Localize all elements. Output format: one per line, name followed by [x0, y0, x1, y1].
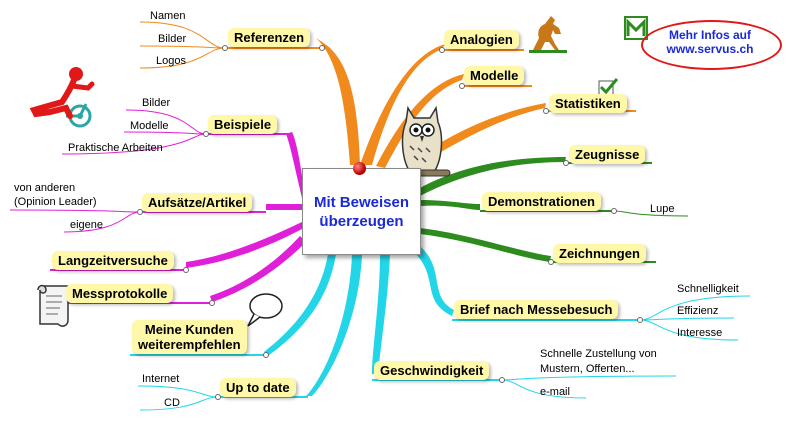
- node-brief[interactable]: Brief nach Messebesuch: [454, 300, 619, 319]
- running-bike-figure-icon: [29, 67, 95, 128]
- node-statistiken[interactable]: Statistiken: [549, 94, 627, 113]
- node-analogien[interactable]: Analogien: [444, 30, 519, 49]
- link-zeugnisse: [420, 157, 566, 196]
- node-kunden-line2: weiterempfehlen: [138, 337, 241, 352]
- link-kunden: [264, 254, 336, 356]
- leaf-dem-lupe[interactable]: Lupe: [650, 203, 675, 215]
- link-messprotokolle: [210, 236, 306, 302]
- logo-icon: [624, 16, 648, 40]
- link-auf-anderen: [9, 209, 141, 213]
- center-topic-line2: überzeugen: [319, 212, 404, 230]
- horse-icon: [529, 16, 567, 53]
- link-beispiele: [286, 132, 304, 198]
- node-kunden-line1: Meine Kunden: [144, 322, 234, 337]
- node-referenzen[interactable]: Referenzen: [228, 28, 311, 47]
- checkmark-icon: [598, 78, 618, 96]
- link-langzeit: [186, 222, 304, 268]
- link-brief: [414, 246, 454, 316]
- link-up-internet: [137, 385, 219, 398]
- link-gesch-email: [501, 379, 587, 399]
- link-brief-schnell: [639, 295, 751, 321]
- leaf-ref-logos[interactable]: Logos: [156, 55, 186, 67]
- leaf-up-internet[interactable]: Internet: [142, 373, 180, 385]
- leaf-ref-namen[interactable]: Namen: [150, 10, 186, 22]
- link-ref-bilder: [139, 45, 226, 49]
- link-ref-logos: [139, 47, 226, 69]
- info-line2: www.servus.ch: [666, 42, 754, 56]
- node-langzeitversuche[interactable]: Langzeitversuche: [52, 251, 174, 270]
- link-analogien: [360, 44, 446, 165]
- info-line1: Mehr Infos auf: [668, 28, 751, 42]
- leaf-bsp-bilder[interactable]: Bilder: [142, 97, 171, 109]
- link-demonstrationen: [420, 200, 480, 210]
- link-geschwindigkeit: [372, 254, 390, 374]
- link-up-cd: [139, 396, 219, 411]
- node-demonstrationen[interactable]: Demonstrationen: [482, 192, 601, 211]
- link-auf-eigene: [63, 211, 141, 233]
- link-modelle: [376, 74, 464, 168]
- leaf-bsp-modelle[interactable]: Modelle: [130, 120, 169, 132]
- link-dem-lupe: [613, 210, 689, 217]
- node-aufsaetze[interactable]: Aufsätze/Artikel: [142, 193, 253, 212]
- link-bsp-praktische: [61, 133, 207, 155]
- node-zeichnungen[interactable]: Zeichnungen: [553, 244, 646, 263]
- link-aufsaetze: [266, 204, 302, 210]
- speech-bubble-icon: [247, 293, 283, 327]
- leaf-bsp-praktische[interactable]: Praktische Arbeiten: [68, 142, 163, 154]
- link-brief-interesse: [639, 319, 739, 341]
- leaf-brief-schnell[interactable]: Schnelligkeit: [677, 283, 739, 295]
- leaf-brief-interesse[interactable]: Interesse: [677, 327, 723, 339]
- link-brief-effizienz: [639, 317, 735, 321]
- node-messprotokolle[interactable]: Messprotokolle: [66, 284, 174, 303]
- link-zeichnungen: [420, 228, 551, 262]
- leaf-up-cd[interactable]: CD: [164, 397, 180, 409]
- leaf-ref-bilder[interactable]: Bilder: [158, 33, 187, 45]
- link-ref-namen: [139, 21, 226, 49]
- leaf-gesch-zust-1[interactable]: Schnelle Zustellung von: [540, 348, 657, 360]
- info-link[interactable]: Mehr Infos auf www.servus.ch: [655, 28, 765, 56]
- link-bsp-modelle: [123, 131, 207, 135]
- info-ring: [641, 20, 782, 70]
- leaf-brief-effizienz[interactable]: Effizienz: [677, 305, 719, 317]
- link-uptodate: [306, 254, 362, 396]
- link-referenzen: [316, 38, 360, 165]
- leaf-auf-eigene[interactable]: eigene: [70, 219, 104, 231]
- scroll-icon: [37, 284, 69, 327]
- node-beispiele[interactable]: Beispiele: [208, 115, 278, 134]
- node-kunden[interactable]: Meine Kunden weiterempfehlen: [132, 320, 247, 354]
- leaf-gesch-zust-2[interactable]: Mustern, Offerten...: [540, 363, 635, 375]
- leaf-gesch-email[interactable]: e-mail: [540, 386, 570, 398]
- node-uptodate[interactable]: Up to date: [220, 378, 296, 397]
- leaf-auf-anderen-1[interactable]: von anderen: [14, 182, 76, 194]
- pin-icon: [353, 162, 366, 175]
- node-modelle[interactable]: Modelle: [464, 66, 525, 85]
- link-gesch-zust: [501, 375, 677, 381]
- center-topic[interactable]: Mit Beweisen überzeugen: [302, 168, 421, 255]
- node-geschwindigkeit[interactable]: Geschwindigkeit: [374, 361, 490, 380]
- link-bsp-bilder: [125, 109, 207, 135]
- node-zeugnisse[interactable]: Zeugnisse: [569, 145, 646, 164]
- leaf-auf-anderen-2[interactable]: (Opinion Leader): [14, 196, 97, 208]
- center-topic-line1: Mit Beweisen: [313, 193, 410, 211]
